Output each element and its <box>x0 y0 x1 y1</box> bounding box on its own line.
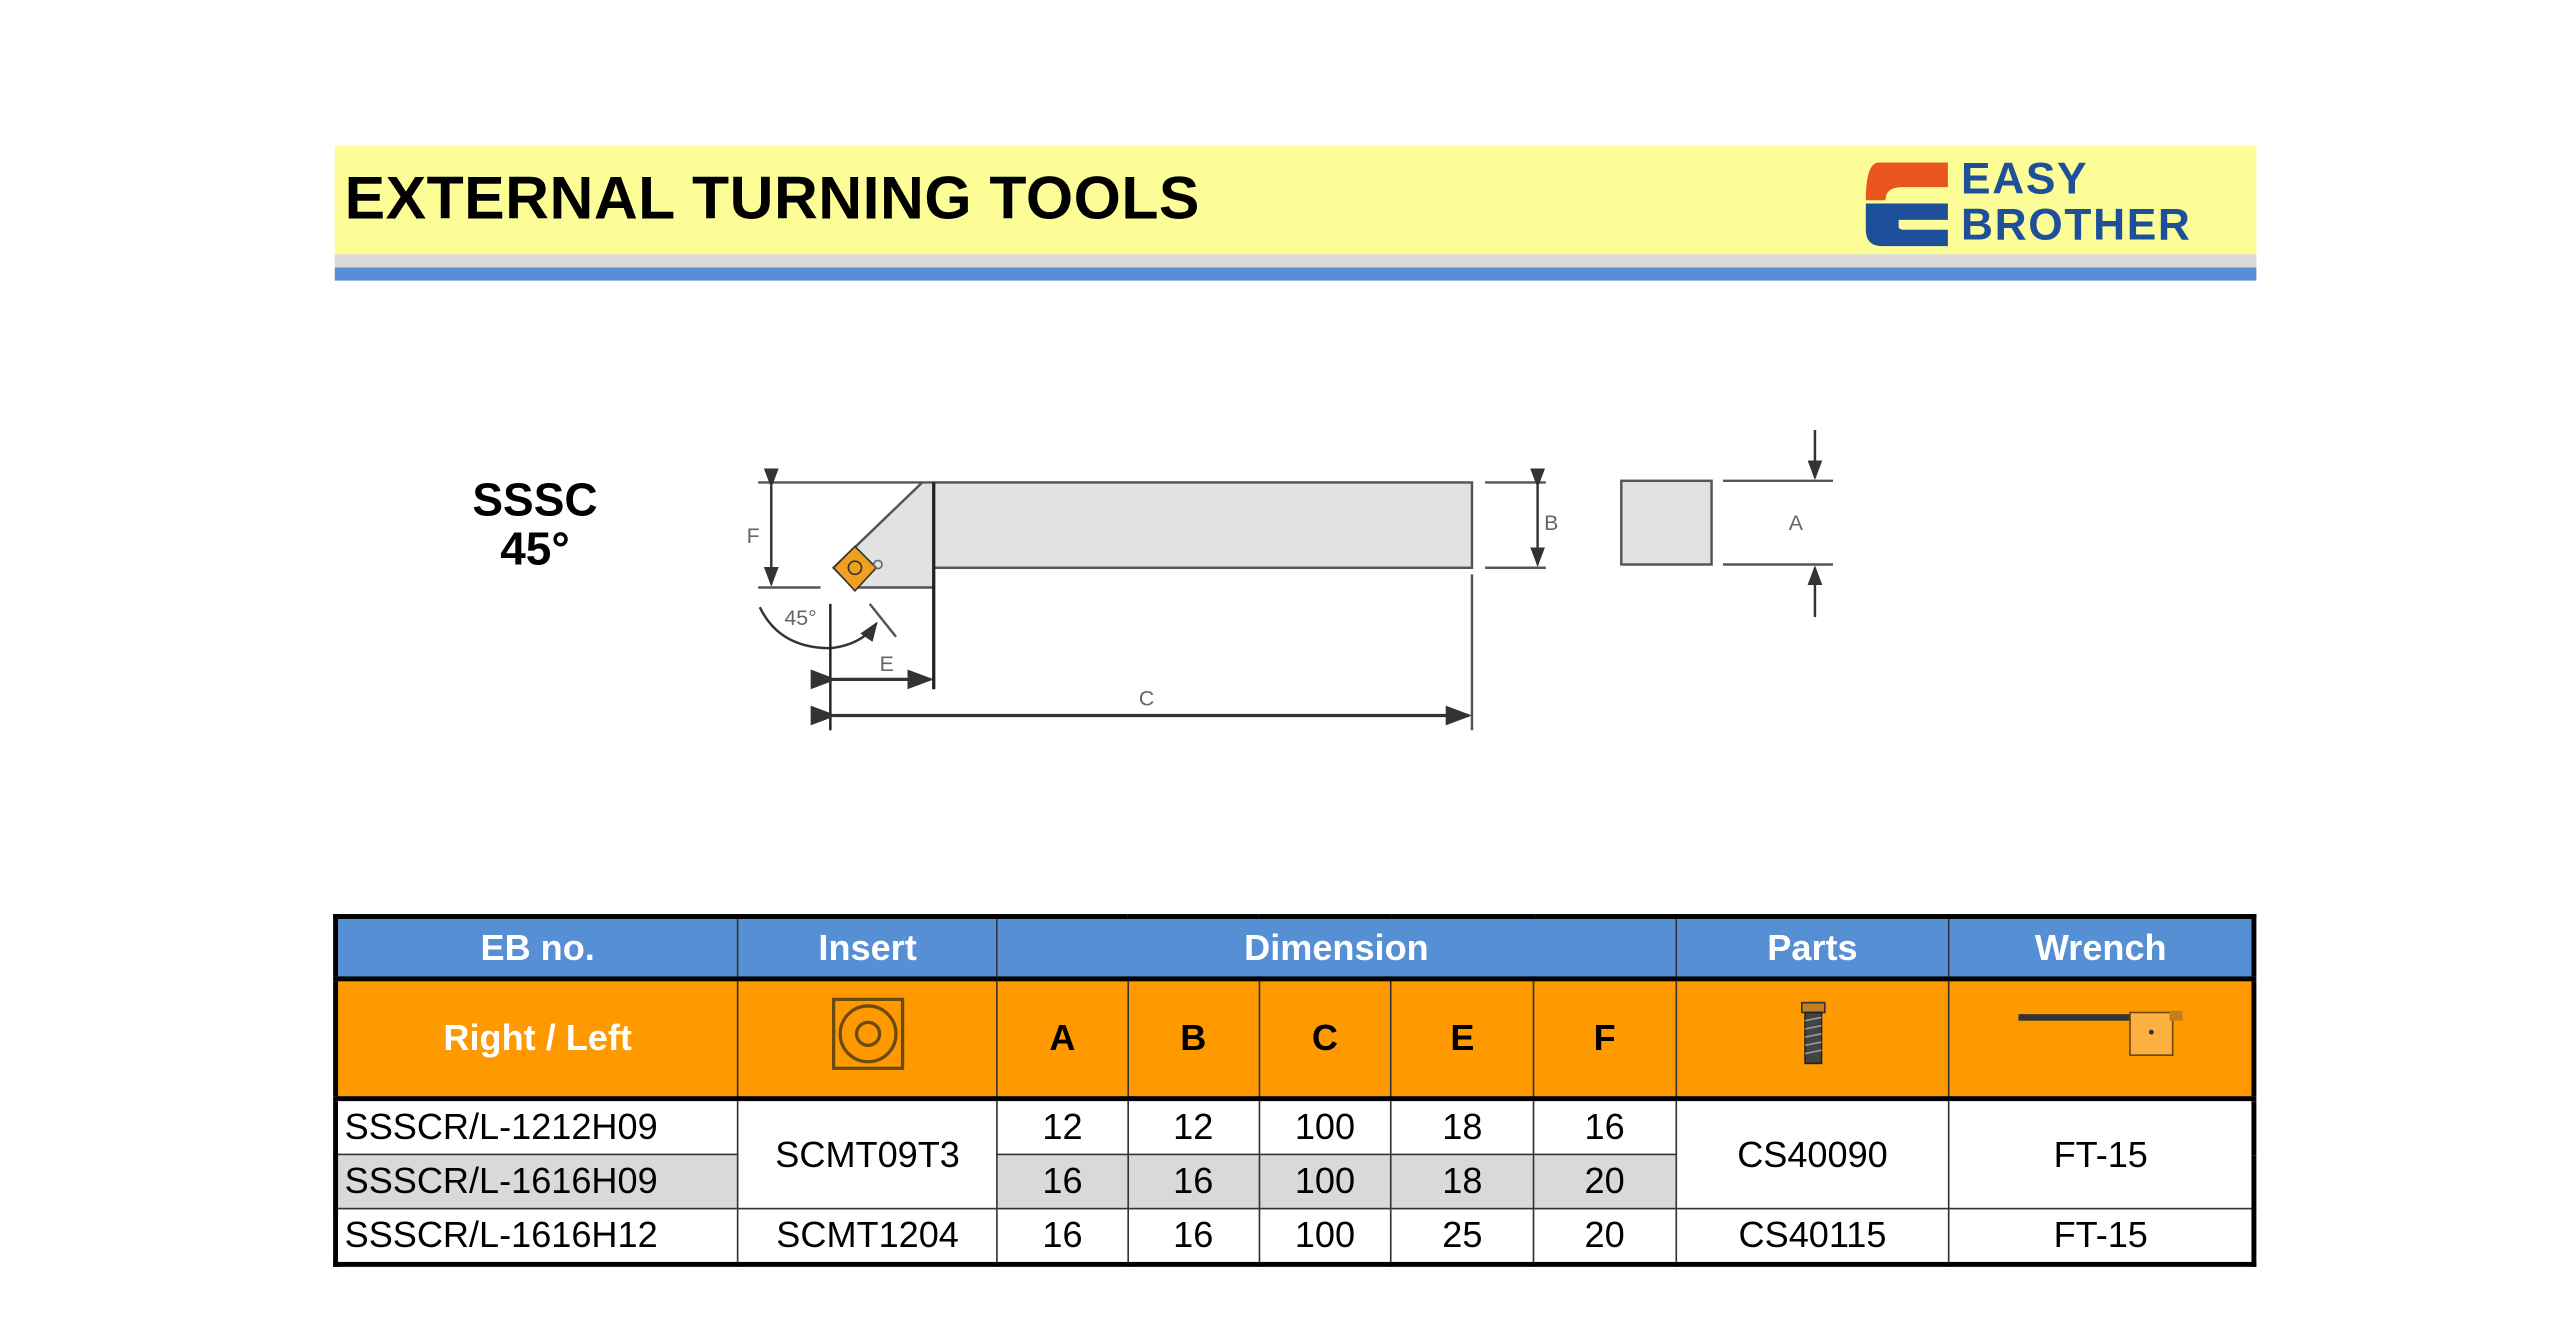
wrench-cell: FT-15 <box>1948 1097 2255 1210</box>
eb-no-cell: SSSCR/L-1212H09 <box>334 1097 739 1156</box>
tool-shank <box>932 481 1474 570</box>
dim-cell: 12 <box>1127 1097 1260 1156</box>
dim-cell: 100 <box>1257 1097 1393 1156</box>
dim-cell: 100 <box>1257 1207 1393 1266</box>
dim-cell: 12 <box>996 1097 1129 1156</box>
model-angle: 45° <box>500 523 570 575</box>
logo-text-easy: EASY <box>1960 154 2089 204</box>
table-row: SSSCR/L-1616H12 SCMT1204 16 16 100 25 20… <box>334 1207 2255 1266</box>
dim-cell: 16 <box>1127 1207 1260 1266</box>
insert-icon <box>832 545 883 592</box>
header-dimension: Dimension <box>996 915 1677 982</box>
page-title: EXTERNAL TURNING TOOLS <box>344 164 1200 232</box>
parts-cell: CS40090 <box>1674 1097 1951 1210</box>
logo-mark-icon <box>1865 162 1948 247</box>
insert-shape-icon <box>737 978 998 1100</box>
dim-cell: 18 <box>1390 1097 1535 1156</box>
dim-cell: 16 <box>1127 1153 1260 1210</box>
dim-cell: 20 <box>1532 1153 1677 1210</box>
header-dim-c: C <box>1257 978 1393 1100</box>
specs-table: EB no. Insert Dimension Parts Wrench Rig… <box>333 914 2257 1267</box>
label-f: F <box>747 524 760 548</box>
header-parts: Parts <box>1674 915 1951 982</box>
eb-no-cell: SSSCR/L-1616H12 <box>334 1207 739 1266</box>
label-angle: 45° <box>784 606 816 630</box>
dim-cell: 25 <box>1390 1207 1535 1266</box>
dim-cell: 16 <box>996 1207 1129 1266</box>
header-dim-a: A <box>996 978 1129 1100</box>
header-eb-no: EB no. <box>334 915 739 982</box>
header-wrench: Wrench <box>1948 915 2255 982</box>
dim-cell: 16 <box>996 1153 1129 1210</box>
header-dim-f: F <box>1532 978 1677 1100</box>
dim-cell: 100 <box>1257 1153 1393 1210</box>
header-divider-blue <box>334 267 2257 281</box>
dim-cell: 18 <box>1390 1153 1535 1210</box>
label-c: C <box>1139 687 1154 711</box>
header-dim-e: E <box>1390 978 1535 1100</box>
wrench-cell: FT-15 <box>1948 1207 2255 1266</box>
easy-brother-logo: EASY BROTHER <box>1863 154 2257 250</box>
label-e: E <box>880 652 894 676</box>
screw-icon <box>1674 978 1951 1100</box>
table-row: SSSCR/L-1212H09 SCMT09T3 12 12 100 18 16… <box>334 1097 2255 1210</box>
header-dim-b: B <box>1127 978 1260 1100</box>
insert-cell: SCMT1204 <box>737 1207 998 1266</box>
eb-no-cell: SSSCR/L-1616H09 <box>334 1153 739 1210</box>
header-insert: Insert <box>737 915 998 982</box>
label-b: B <box>1544 511 1558 535</box>
header-right-left: Right / Left <box>334 978 739 1100</box>
wrench-icon <box>1948 978 2255 1100</box>
logo-text-brother: BROTHER <box>1960 200 2192 250</box>
header-divider-gray <box>334 254 2257 268</box>
tool-end-view <box>1620 479 1713 566</box>
dim-cell: 20 <box>1532 1207 1677 1266</box>
dim-cell: 16 <box>1532 1097 1677 1156</box>
insert-cell: SCMT09T3 <box>737 1097 998 1210</box>
table-row: SSSCR/L-1616H09 16 16 100 18 20 <box>334 1153 2254 1210</box>
parts-cell: CS40115 <box>1674 1207 1951 1266</box>
label-a: A <box>1789 511 1804 535</box>
model-name: SSSC <box>472 474 598 526</box>
